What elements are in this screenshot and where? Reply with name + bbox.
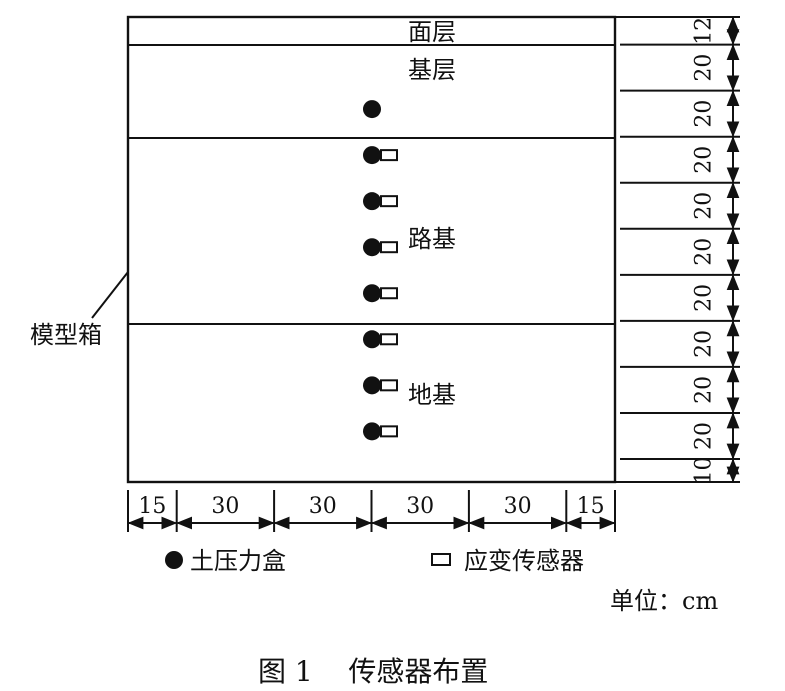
horizontal-dimension-label: 30 xyxy=(309,494,337,519)
pressure-cell-7 xyxy=(363,376,381,395)
horizontal-dimension-label: 30 xyxy=(504,494,532,519)
strain-sensor-2 xyxy=(380,149,398,162)
figure-caption: 图 1 传感器布置 xyxy=(258,655,488,688)
vertical-dimension-label: 20 xyxy=(692,100,717,128)
surface-layer-label: 面层 xyxy=(408,18,456,46)
strain-sensor-6 xyxy=(380,333,398,346)
model-box-leader xyxy=(91,271,129,319)
pressure-cell-6 xyxy=(363,330,381,349)
pressure-cell-1 xyxy=(363,100,381,119)
legend-strain-sensor-label: 应变传感器 xyxy=(464,547,584,575)
vertical-dimension-label: 20 xyxy=(692,422,717,450)
legend-pressure-cell-label: 土压力盒 xyxy=(190,547,286,575)
pressure-cell-4 xyxy=(363,238,381,257)
vertical-dimension-label: 12 xyxy=(692,17,717,45)
strain-sensor-3 xyxy=(380,195,398,208)
pressure-cell-2 xyxy=(363,146,381,165)
model-box-label: 模型箱 xyxy=(30,321,102,349)
strain-sensor-7 xyxy=(380,379,398,392)
horizontal-dimension-label: 15 xyxy=(138,494,166,519)
strain-sensor-5 xyxy=(380,287,398,300)
legend-pressure-cell-symbol xyxy=(165,551,183,569)
sensor-group xyxy=(363,100,398,441)
pressure-cell-3 xyxy=(363,192,381,211)
pressure-cell-8 xyxy=(363,422,381,441)
vertical-dimension-label: 20 xyxy=(692,376,717,404)
subgrade-layer-label: 路基 xyxy=(408,225,456,253)
foundation-layer-label: 地基 xyxy=(408,381,456,409)
vertical-dimension-label: 20 xyxy=(692,284,717,312)
legend-strain-sensor-symbol xyxy=(431,553,451,566)
pressure-cell-5 xyxy=(363,284,381,303)
horizontal-dimension-label: 30 xyxy=(406,494,434,519)
vertical-dimension-label: 20 xyxy=(692,192,717,220)
vertical-dimension-chain: 12 20 20 20 20 20 20 20 20 20 10 xyxy=(614,16,740,484)
strain-sensor-8 xyxy=(380,425,398,438)
horizontal-dimension-label: 30 xyxy=(211,494,239,519)
vertical-dimension-label: 20 xyxy=(692,146,717,174)
vertical-dimension-label: 10 xyxy=(692,456,717,484)
horizontal-dimension-chain: 15 30 30 30 30 15 xyxy=(127,490,616,532)
vertical-dimension-label: 20 xyxy=(692,330,717,358)
strain-sensor-4 xyxy=(380,241,398,254)
horizontal-dimension-label: 15 xyxy=(577,494,605,519)
base-layer-label: 基层 xyxy=(408,56,456,84)
vertical-dimension-label: 20 xyxy=(692,238,717,266)
unit-label: 单位：cm xyxy=(610,587,718,615)
vertical-dimension-label: 20 xyxy=(692,54,717,82)
